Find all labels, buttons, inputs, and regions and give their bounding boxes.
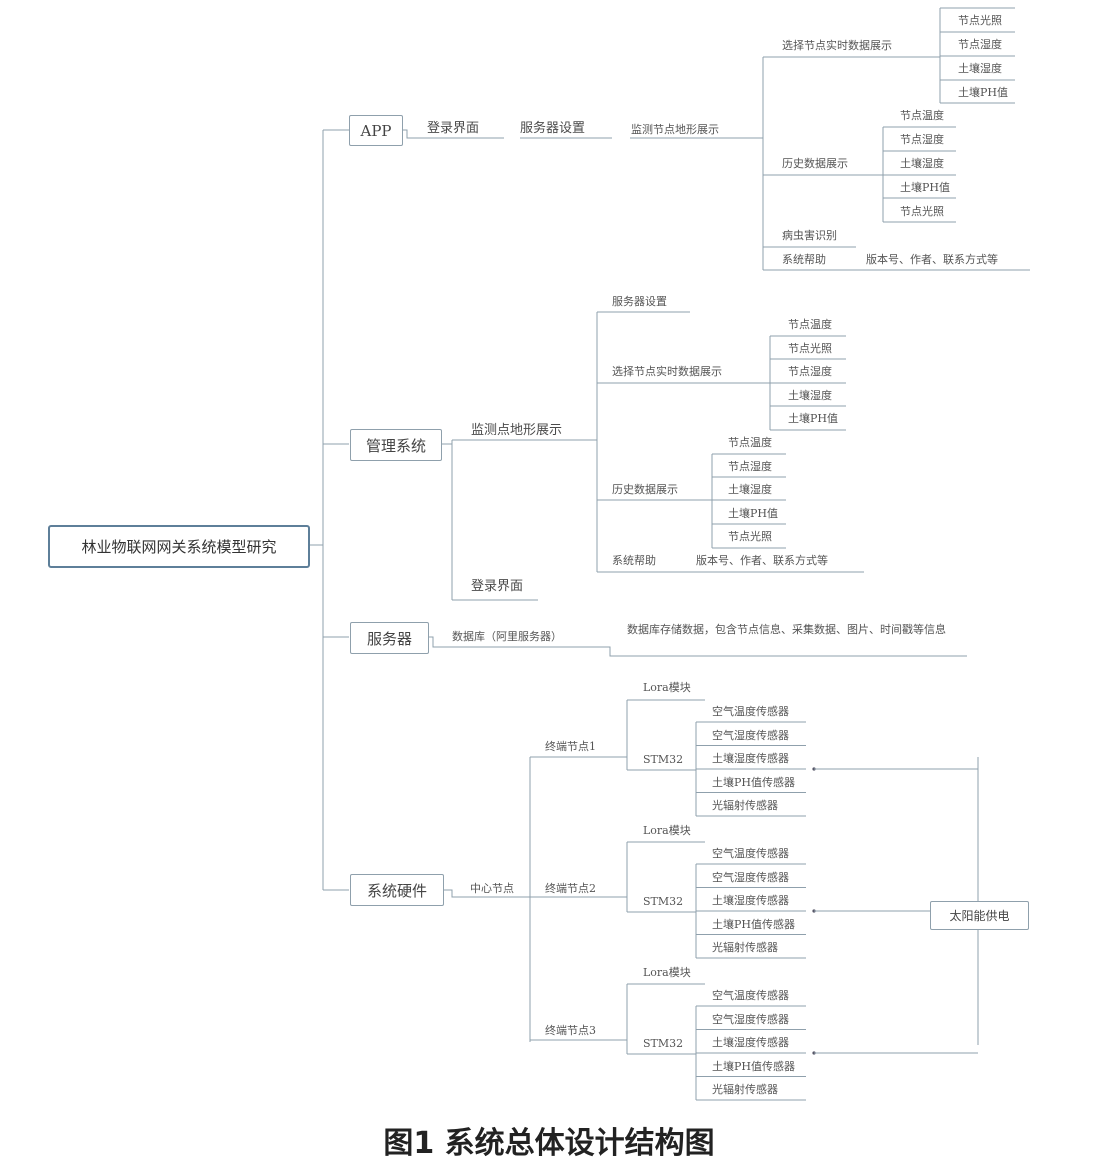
- mgmt-realtime-item: 节点湿度: [788, 365, 832, 378]
- connector: [762, 56, 1030, 271]
- root-node: 林业物联网网关系统模型研究: [48, 525, 310, 568]
- server-db-label: 数据库（阿里服务器）: [452, 630, 562, 643]
- app-history-item: 节点光照: [900, 205, 944, 218]
- branch-hardware: 系统硬件: [350, 874, 444, 906]
- app-history-item: 节点温度: [900, 109, 944, 122]
- mgmt-help-label: 系统帮助: [612, 554, 656, 567]
- hw-mcu-label: STM32: [643, 753, 684, 766]
- connector: [626, 699, 705, 771]
- app-node-map-label: 监测节点地形展示: [631, 123, 719, 136]
- app-pest-label: 病虫害识别: [782, 229, 837, 242]
- hw-sensor: 光辐射传感器: [712, 799, 778, 812]
- hw-sensor: 空气湿度传感器: [712, 729, 789, 742]
- hw-sensor: 光辐射传感器: [712, 941, 778, 954]
- mgmt-history-item: 土壤PH值: [728, 507, 778, 520]
- hw-sensor: 光辐射传感器: [712, 1083, 778, 1096]
- figure-caption: 图1 系统总体设计结构图: [383, 1126, 715, 1157]
- connector: [427, 636, 967, 657]
- app-realtime-item: 土壤湿度: [958, 62, 1002, 75]
- app-history-label: 历史数据展示: [782, 157, 848, 170]
- branch-server: 服务器: [350, 622, 429, 654]
- connector: [401, 129, 763, 139]
- mgmt-server-settings-label: 服务器设置: [612, 295, 667, 308]
- mgmt-history-item: 土壤湿度: [728, 483, 772, 496]
- connector: [440, 439, 597, 601]
- hw-sensor: 土壤湿度传感器: [712, 752, 789, 765]
- connector: [442, 757, 531, 1042]
- hw-mcu-label: STM32: [643, 1037, 684, 1050]
- mgmt-map-label: 监测点地形展示: [471, 423, 563, 438]
- hw-solar-box: 太阳能供电: [930, 901, 1029, 930]
- app-history-item: 土壤湿度: [900, 157, 944, 170]
- hw-center-label: 中心节点: [470, 882, 514, 895]
- hw-sensor: 空气湿度传感器: [712, 1013, 789, 1026]
- app-realtime-item: 节点光照: [958, 14, 1002, 27]
- app-help-detail: 版本号、作者、联系方式等: [866, 253, 998, 266]
- hw-sensor: 空气湿度传感器: [712, 871, 789, 884]
- app-server-settings-label: 服务器设置: [520, 121, 586, 136]
- app-realtime-label: 选择节点实时数据展示: [782, 39, 892, 52]
- app-history-item: 节点湿度: [900, 133, 944, 146]
- hw-sensor: 土壤PH值传感器: [712, 1060, 795, 1073]
- hw-sensor: 空气温度传感器: [712, 989, 789, 1002]
- mgmt-history-item: 节点温度: [728, 436, 772, 449]
- hw-mcu-label: STM32: [643, 895, 684, 908]
- hw-sensor: 土壤湿度传感器: [712, 894, 789, 907]
- hw-sensor: 空气温度传感器: [712, 705, 789, 718]
- hw-sensor: 土壤PH值传感器: [712, 776, 795, 789]
- mgmt-realtime-item: 土壤PH值: [788, 412, 838, 425]
- mgmt-realtime-label: 选择节点实时数据展示: [612, 365, 722, 378]
- mgmt-realtime-item: 土壤湿度: [788, 389, 832, 402]
- mgmt-login-label: 登录界面: [471, 579, 524, 594]
- mgmt-history-item: 节点光照: [728, 530, 772, 543]
- branch-app: APP: [349, 115, 403, 146]
- app-realtime-item: 节点湿度: [958, 38, 1002, 51]
- mgmt-history-item: 节点湿度: [728, 460, 772, 473]
- connector: [626, 983, 705, 1055]
- branch-mgmt: 管理系统: [350, 429, 442, 461]
- mgmt-realtime-item: 节点光照: [788, 342, 832, 355]
- app-help-label: 系统帮助: [782, 253, 826, 266]
- hw-terminal-label: 终端节点1: [545, 740, 596, 753]
- mgmt-history-label: 历史数据展示: [612, 483, 678, 496]
- mgmt-help-detail: 版本号、作者、联系方式等: [696, 554, 828, 567]
- app-login-label: 登录界面: [427, 121, 480, 136]
- app-history-item: 土壤PH值: [900, 181, 950, 194]
- hw-sensor: 空气温度传感器: [712, 847, 789, 860]
- hw-terminal-label: 终端节点3: [545, 1024, 596, 1037]
- hw-lora-label: Lora模块: [643, 966, 691, 979]
- hw-lora-label: Lora模块: [643, 824, 691, 837]
- hw-sensor: 土壤湿度传感器: [712, 1036, 789, 1049]
- app-realtime-item: 土壤PH值: [958, 86, 1008, 99]
- connector: [596, 311, 864, 573]
- connector: [306, 130, 324, 890]
- mgmt-realtime-item: 节点温度: [788, 318, 832, 331]
- connector: [626, 841, 705, 913]
- hw-lora-label: Lora模块: [643, 681, 691, 694]
- hw-terminal-label: 终端节点2: [545, 882, 596, 895]
- server-db-detail: 数据库存储数据，包含节点信息、采集数据、图片、时间戳等信息: [627, 623, 946, 636]
- hw-sensor: 土壤PH值传感器: [712, 918, 795, 931]
